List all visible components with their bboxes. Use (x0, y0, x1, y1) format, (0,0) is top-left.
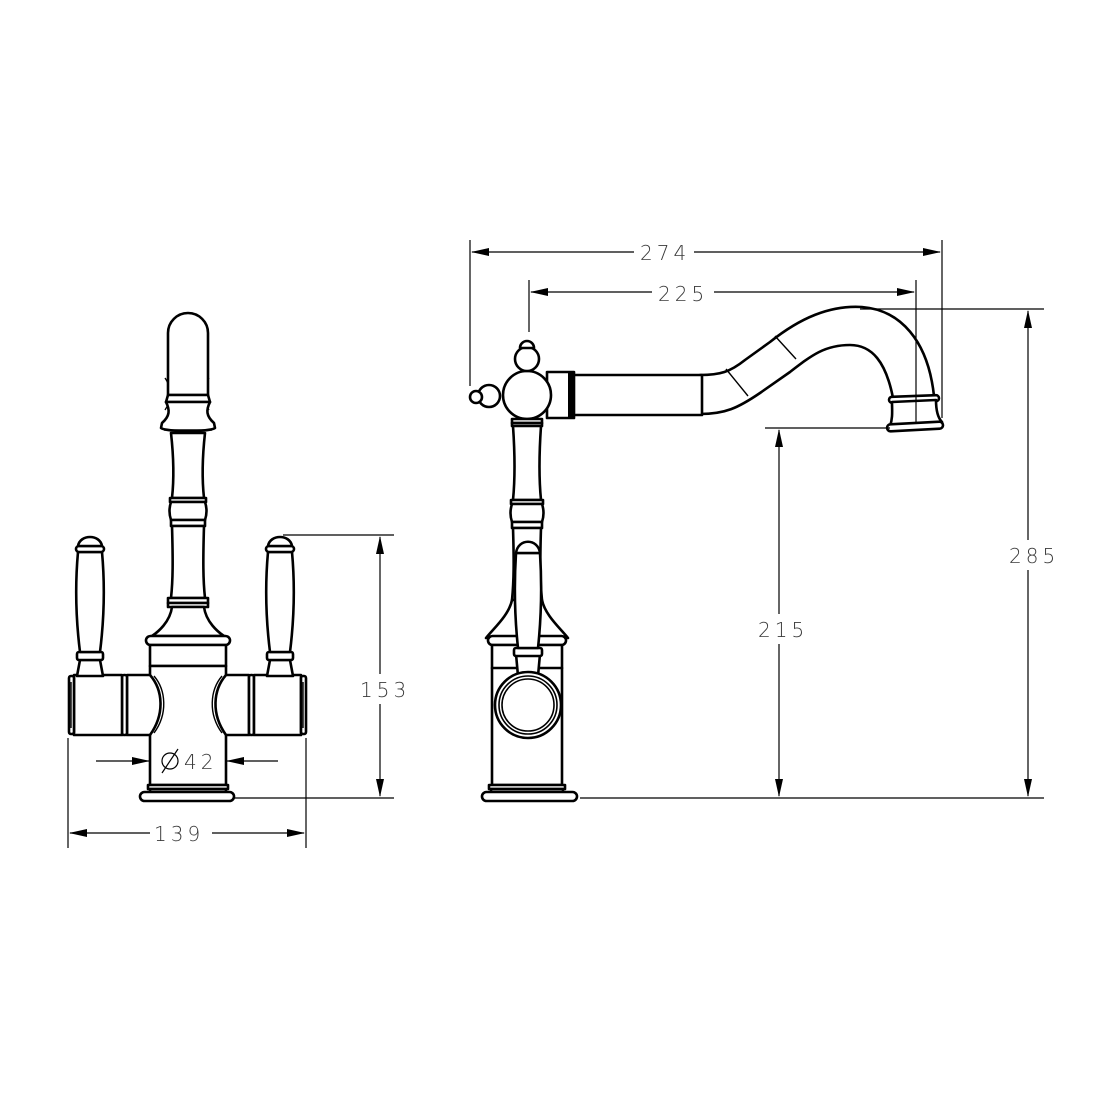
diameter-symbol-icon (161, 748, 179, 774)
dimension-label-215: 215 (758, 618, 808, 642)
front-lower-column (169, 524, 207, 600)
side-view: 274 225 215 285 (468, 238, 1059, 803)
front-left-valve (67, 673, 162, 737)
front-neck-flare (159, 400, 217, 433)
side-spout-pipe (570, 373, 704, 417)
front-upper-column (169, 431, 207, 500)
side-upper-column (511, 424, 543, 502)
front-spout (164, 311, 210, 411)
front-shoulder (150, 605, 226, 638)
side-lever (512, 540, 544, 678)
dimension-overall-height: 285 (860, 308, 1059, 797)
side-valve-cap (493, 670, 563, 740)
front-view: 153 139 42 (67, 311, 410, 848)
side-base (480, 790, 579, 803)
front-right-lever (264, 535, 296, 678)
side-spout (698, 305, 945, 433)
dimension-label-42: 42 (184, 750, 217, 774)
front-left-lever (74, 535, 106, 678)
dimension-overall-width: 139 (67, 738, 307, 848)
dimension-label-274: 274 (640, 241, 690, 265)
dimension-handle-height: 153 (234, 534, 410, 799)
dimension-body-diameter: 42 (96, 748, 278, 774)
dimension-spout-reach: 225 (528, 278, 917, 422)
dimension-label-153: 153 (360, 678, 410, 702)
side-valve-head (468, 339, 553, 421)
front-base (138, 790, 236, 803)
dimension-label-139: 139 (154, 822, 204, 846)
dimension-label-225: 225 (658, 282, 708, 306)
front-right-valve (214, 673, 308, 737)
dimension-label-285: 285 (1009, 544, 1059, 568)
dimension-spout-clearance: 215 (580, 427, 1044, 799)
dimension-overall-reach: 274 (469, 238, 943, 418)
front-shoulder-ring (144, 634, 232, 647)
front-body-top (148, 643, 228, 668)
